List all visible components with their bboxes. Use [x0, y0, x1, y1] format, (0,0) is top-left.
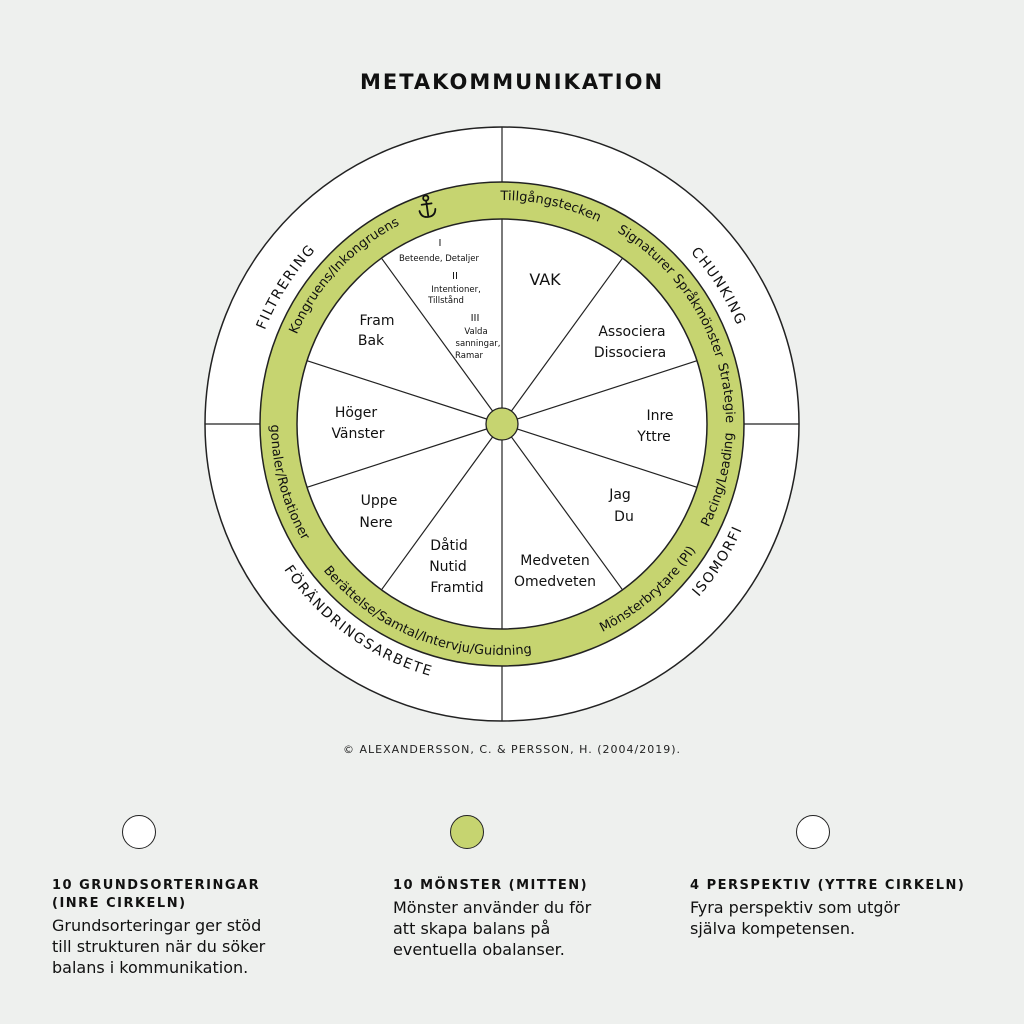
page-title: METAKOMMUNIKATION — [359, 70, 665, 94]
level-3-text-3: Ramar — [455, 351, 483, 361]
legend-inner-circle: 10 GRUNDSORTERINGAR (INRE CIRKELN) Grund… — [52, 877, 352, 978]
level-3-text-2: sanningar, — [456, 339, 501, 349]
level-3-text-1: Valda — [464, 327, 487, 337]
legend-heading: 10 MÖNSTER (MITTEN) — [393, 878, 589, 893]
sorting-yttre: Yttre — [636, 429, 671, 445]
level-2-text-2: Tillstånd — [427, 295, 464, 306]
legend-dot-inner — [122, 815, 156, 849]
level-2-num: II — [452, 271, 458, 282]
inner-spokes — [306, 219, 698, 629]
legend-dot-middle — [450, 815, 484, 849]
center-circle — [485, 407, 519, 441]
sorting-associera: Associera — [598, 324, 665, 340]
legend-middle: 10 MÖNSTER (MITTEN) Mönster använder du … — [393, 877, 693, 960]
sorting-datid: Dåtid — [430, 537, 468, 554]
sorting-dissociera: Dissociera — [594, 345, 666, 361]
level-3-num: III — [471, 313, 480, 324]
sorting-omedveten: Omedveten — [514, 574, 596, 590]
anchor-icon — [418, 194, 437, 218]
sorting-vak: VAK — [529, 270, 561, 289]
sorting-nere: Nere — [359, 515, 392, 531]
legend-description: Mönster använder du för att skapa balans… — [393, 898, 592, 959]
legend-outer-circle: 4 PERSPEKTIV (YTTRE CIRKELN) Fyra perspe… — [690, 877, 1010, 939]
copyright: © ALEXANDERSSON, C. & PERSSON, H. (2004/… — [343, 743, 681, 756]
sorting-hoger: Höger — [335, 405, 378, 421]
legend-dot-outer — [796, 815, 830, 849]
sorting-jag: Jag — [608, 487, 631, 503]
legend-description: Fyra perspektiv som utgör själva kompete… — [690, 898, 900, 938]
level-1-text: Beteende, Detaljer — [399, 254, 480, 264]
legend-description: Grundsorteringar ger stöd till strukture… — [52, 916, 266, 977]
sorting-vanster: Vänster — [331, 426, 384, 442]
sorting-du: Du — [614, 509, 634, 525]
sorting-uppe: Uppe — [361, 493, 398, 509]
sorting-levels: I Beteende, Detaljer II Intentioner, Til… — [399, 238, 501, 361]
level-1-num: I — [439, 238, 442, 249]
sorting-inre: Inre — [646, 408, 673, 424]
sorting-fram: Fram — [359, 313, 394, 329]
outer-dividers — [205, 127, 799, 721]
sorting-bak: Bak — [358, 333, 385, 349]
level-2-text-1: Intentioner, — [431, 285, 481, 295]
sorting-nutid: Nutid — [429, 559, 467, 575]
legend-heading: 10 GRUNDSORTERINGAR (INRE CIRKELN) — [52, 878, 261, 911]
legend-heading: 4 PERSPEKTIV (YTTRE CIRKELN) — [690, 878, 966, 893]
sorting-framtid: Framtid — [430, 580, 483, 596]
sorting-medveten: Medveten — [520, 553, 589, 569]
